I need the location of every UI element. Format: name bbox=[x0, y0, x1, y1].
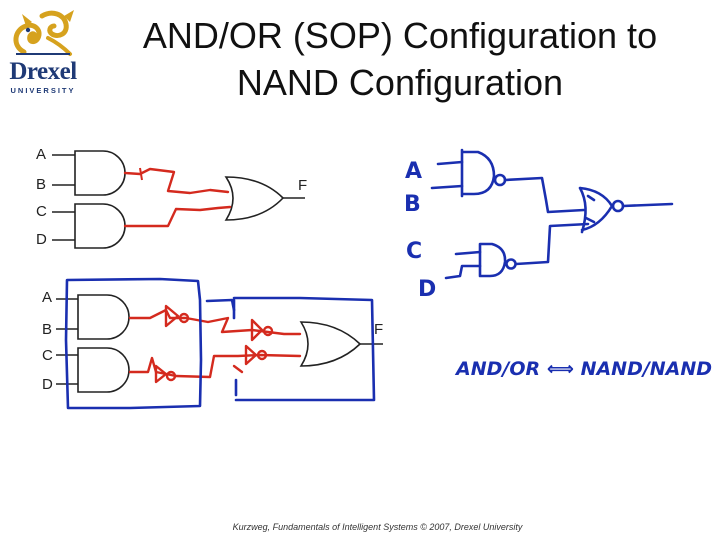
top-input-label-b: B bbox=[36, 176, 46, 193]
bottom-input-label-d: D bbox=[42, 376, 53, 393]
top-input-wires bbox=[52, 154, 75, 241]
logo-subtitle: UNIVERSITY bbox=[10, 86, 76, 95]
drexel-logo: Drexel UNIVERSITY bbox=[4, 8, 82, 95]
bottom-or-gate bbox=[299, 321, 362, 367]
top-and-gate-1 bbox=[74, 150, 126, 196]
hand-drawn-strokes bbox=[430, 148, 674, 280]
logo-wordmark: Drexel bbox=[9, 58, 77, 85]
slide-footer: Kurzweg, Fundamentals of Intelligent Sys… bbox=[232, 522, 523, 532]
bottom-and-gate-2 bbox=[77, 347, 130, 393]
hand-label-b: B bbox=[404, 192, 421, 217]
equivalence-note: AND/OR ⟺ NAND/NAND bbox=[454, 358, 712, 380]
title-line-1: AND/OR (SOP) Configuration to bbox=[142, 15, 658, 56]
bottom-and-gate-1 bbox=[77, 294, 130, 340]
top-output-label-f: F bbox=[298, 177, 307, 194]
dragon-icon bbox=[13, 10, 74, 56]
bottom-circuit: A B C D F bbox=[42, 277, 383, 410]
top-red-wire-2 bbox=[123, 205, 232, 228]
top-input-label-d: D bbox=[36, 231, 47, 248]
top-input-label-c: C bbox=[36, 203, 47, 220]
top-red-tick bbox=[139, 167, 143, 181]
bottom-blue-grouping-boxes bbox=[64, 277, 376, 410]
handwritten-nand-circuit: A B C D AND/OR ⟺ NAND/NAND bbox=[404, 148, 712, 380]
bottom-input-label-b: B bbox=[42, 321, 52, 338]
bottom-output-label-f: F bbox=[374, 321, 383, 338]
title-line-2: NAND Configuration bbox=[236, 62, 564, 103]
hand-label-d: D bbox=[418, 277, 436, 302]
slide-title: AND/OR (SOP) Configuration to NAND Confi… bbox=[100, 12, 700, 106]
hand-label-c: C bbox=[406, 239, 422, 264]
bottom-input-label-c: C bbox=[42, 347, 53, 364]
bottom-red-annotations bbox=[128, 304, 302, 384]
hand-label-a: A bbox=[405, 159, 422, 184]
top-input-label-a: A bbox=[36, 146, 46, 163]
bottom-input-label-a: A bbox=[42, 289, 52, 306]
top-or-gate bbox=[224, 176, 285, 221]
top-circuit: A B C D F bbox=[36, 146, 307, 249]
top-and-gate-2 bbox=[74, 203, 126, 249]
